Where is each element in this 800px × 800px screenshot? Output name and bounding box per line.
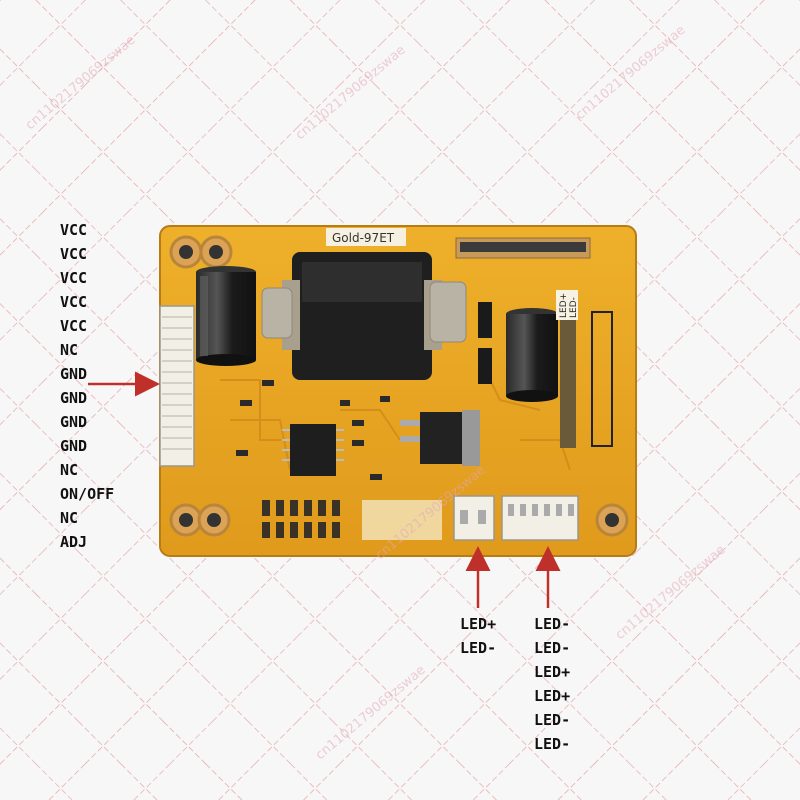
led-2pin-labels: LED+ LED- [460, 612, 496, 660]
pin-label: VCC [60, 221, 88, 239]
led-label: LED+ [534, 663, 571, 681]
pin-label: GND [60, 365, 88, 383]
pin-label: ON/OFF [60, 485, 115, 503]
ic-chip [290, 424, 336, 476]
led-label: LED- [534, 615, 571, 633]
pcb-board: Gold-97ET [159, 225, 637, 557]
led-6pin-labels: LED- LED- LED+ LED+ LED- LED- [534, 612, 570, 756]
pin-label: VCC [60, 269, 88, 287]
input-pin-labels: VCC VCC VCC VCC VCC NC GND GND GND GND N… [60, 218, 114, 554]
pin-label: GND [60, 437, 88, 455]
pin-label: VCC [60, 293, 88, 311]
board-led-marking: LED+ LED- [559, 293, 579, 318]
pin-label: ADJ [60, 533, 88, 551]
led-label: LED+ [534, 687, 571, 705]
transformer [261, 252, 467, 380]
led-6pin-connector [501, 495, 579, 541]
led-2pin-connector [453, 495, 495, 541]
led-label: LED- [460, 639, 497, 657]
mounting-hole [169, 235, 203, 269]
mosfet [400, 410, 480, 466]
pin-label: VCC [60, 317, 88, 335]
model-label: Gold-97ET [332, 231, 395, 245]
svg-text:LED-: LED- [569, 297, 579, 318]
led-label: LED- [534, 639, 571, 657]
pin-label: NC [60, 461, 79, 479]
pin-label: VCC [60, 245, 88, 263]
mounting-hole [169, 503, 203, 537]
capacitor-right [506, 308, 558, 402]
pin-header [560, 311, 613, 448]
led-label: LED- [534, 711, 571, 729]
pin-label: NC [60, 509, 79, 527]
pin-label: NC [60, 341, 79, 359]
mounting-hole [197, 503, 231, 537]
pin-label: GND [60, 389, 88, 407]
pin-label: GND [60, 413, 88, 431]
top-connector [455, 237, 591, 259]
capacitor-large [196, 266, 256, 366]
mounting-hole [199, 235, 233, 269]
svg-text:LED+: LED+ [559, 293, 569, 318]
jumper-pads [262, 500, 340, 538]
mounting-hole [595, 503, 629, 537]
input-connector [159, 305, 195, 467]
led-label: LED+ [460, 615, 497, 633]
led-label: LED- [534, 735, 571, 753]
